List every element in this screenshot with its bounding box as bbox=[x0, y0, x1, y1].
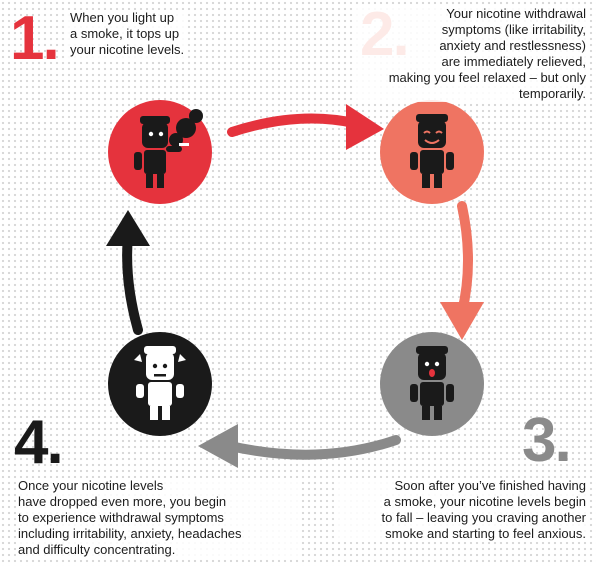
step-4-number: 4. bbox=[14, 408, 64, 477]
step-3-circle bbox=[380, 332, 484, 436]
step-4-line: and difficulty concentrating. bbox=[18, 542, 176, 557]
step-2-line: temporarily. bbox=[519, 86, 586, 101]
step-4-line: have dropped even more, you begin bbox=[18, 494, 227, 509]
step-3-line: Soon after you’ve finished having bbox=[394, 478, 586, 493]
step-2-text: Your nicotine withdrawal symptoms (like … bbox=[354, 6, 588, 102]
step-4-text: Once your nicotine levels have dropped e… bbox=[16, 478, 300, 558]
step-3-line: a smoke, your nicotine levels begin bbox=[383, 494, 586, 509]
step-4-circle bbox=[108, 332, 212, 436]
arrow-1-to-2 bbox=[227, 104, 384, 150]
step-2-circle bbox=[380, 100, 484, 204]
step-1-line: a smoke, it tops up bbox=[70, 26, 180, 41]
step-1-text: When you light up a smoke, it tops up yo… bbox=[68, 10, 187, 58]
step-2-line: anxiety and restlessness) bbox=[439, 38, 586, 53]
step-1-circle bbox=[108, 100, 212, 204]
step-3-line: smoke and starting to feel anxious. bbox=[385, 526, 586, 541]
step-2-line: making you feel relaxed – but only bbox=[388, 70, 586, 85]
step-3-line: to fall – leaving you craving another bbox=[381, 510, 586, 525]
smoking-man-icon bbox=[134, 109, 203, 188]
step-2-line: Your nicotine withdrawal bbox=[446, 6, 586, 21]
step-2-line: are immediately relieved, bbox=[441, 54, 586, 69]
step-1-line: When you light up bbox=[70, 10, 175, 25]
anxious-man-icon bbox=[410, 346, 454, 420]
step-4-line: Once your nicotine levels bbox=[18, 478, 164, 493]
step-3-number: 3. bbox=[522, 406, 572, 475]
arrow-2-to-3 bbox=[440, 201, 484, 340]
irritated-man-icon bbox=[134, 346, 186, 420]
step-4-line: to experience withdrawal symptoms bbox=[18, 510, 224, 525]
step-1-line: your nicotine levels. bbox=[70, 42, 185, 57]
arrow-4-to-1 bbox=[106, 210, 150, 335]
relaxed-man-icon bbox=[410, 114, 454, 188]
step-3-text: Soon after you’ve finished having a smok… bbox=[334, 478, 588, 542]
step-4-line: including irritability, anxiety, headach… bbox=[18, 526, 242, 541]
step-1-number: 1. bbox=[10, 4, 60, 73]
step-2-line: symptoms (like irritability, bbox=[441, 22, 586, 37]
arrow-3-to-4 bbox=[198, 424, 401, 468]
